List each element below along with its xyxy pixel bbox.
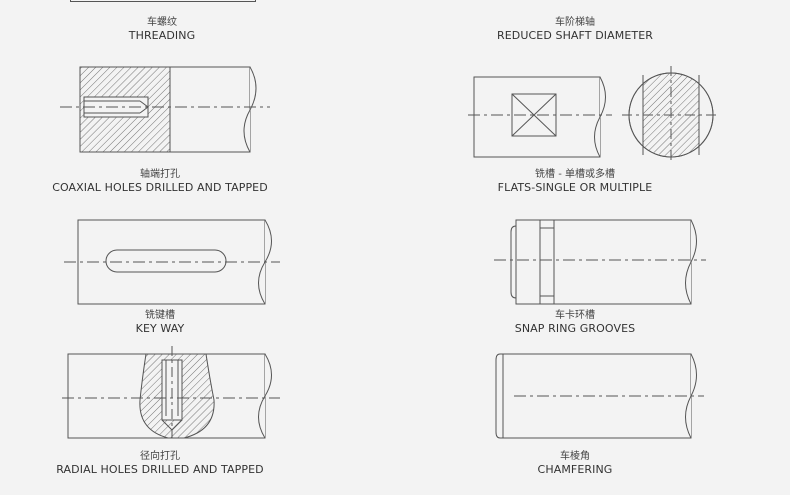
threading-cn: 车螺纹 — [147, 17, 177, 28]
reduced-shaft-cn: 车阶梯轴 — [555, 17, 595, 28]
threading-en: THREADING — [128, 29, 196, 42]
keyway-en: KEY WAY — [135, 322, 185, 335]
threading-label: 车螺纹 THREADING — [12, 16, 312, 43]
reduced-shaft-en: REDUCED SHAFT DIAMETER — [496, 29, 654, 42]
threading-drawing — [60, 66, 270, 153]
chamfering-cn: 车棱角 — [560, 451, 590, 462]
chamfering-drawing — [495, 353, 704, 439]
chamfering-label: 车棱角 CHAMFERING — [425, 450, 725, 477]
flats-label: 铣槽 - 单槽或多槽 FLATS-SINGLE OR MULTIPLE — [425, 168, 725, 195]
coaxial-holes-label: 轴端打孔 COAXIAL HOLES DRILLED AND TAPPED — [10, 168, 310, 195]
keyway-label: 铣键槽 KEY WAY — [10, 309, 310, 336]
snap-ring-drawing — [494, 219, 706, 305]
coaxial-holes-en: COAXIAL HOLES DRILLED AND TAPPED — [52, 181, 268, 194]
keyway-drawing — [64, 219, 280, 305]
radial-holes-cn: 径向打孔 — [140, 451, 180, 462]
coaxial-holes-cn: 轴端打孔 — [140, 169, 180, 180]
flats-cn: 铣槽 - 单槽或多槽 — [535, 169, 615, 180]
reduced-shaft-drawing — [468, 66, 720, 164]
top-frame-edge — [70, 0, 256, 2]
flats-en: FLATS-SINGLE OR MULTIPLE — [497, 181, 653, 194]
keyway-cn: 铣键槽 — [145, 310, 175, 321]
chamfering-en: CHAMFERING — [537, 463, 613, 476]
snap-ring-en: SNAP RING GROOVES — [514, 322, 636, 335]
snap-ring-cn: 车卡环槽 — [555, 310, 595, 321]
radial-holes-en: RADIAL HOLES DRILLED AND TAPPED — [56, 463, 264, 476]
radial-holes-label: 径向打孔 RADIAL HOLES DRILLED AND TAPPED — [10, 450, 310, 477]
radial-holes-drawing — [62, 346, 280, 439]
snap-ring-label: 车卡环槽 SNAP RING GROOVES — [425, 309, 725, 336]
reduced-shaft-label: 车阶梯轴 REDUCED SHAFT DIAMETER — [425, 16, 725, 43]
